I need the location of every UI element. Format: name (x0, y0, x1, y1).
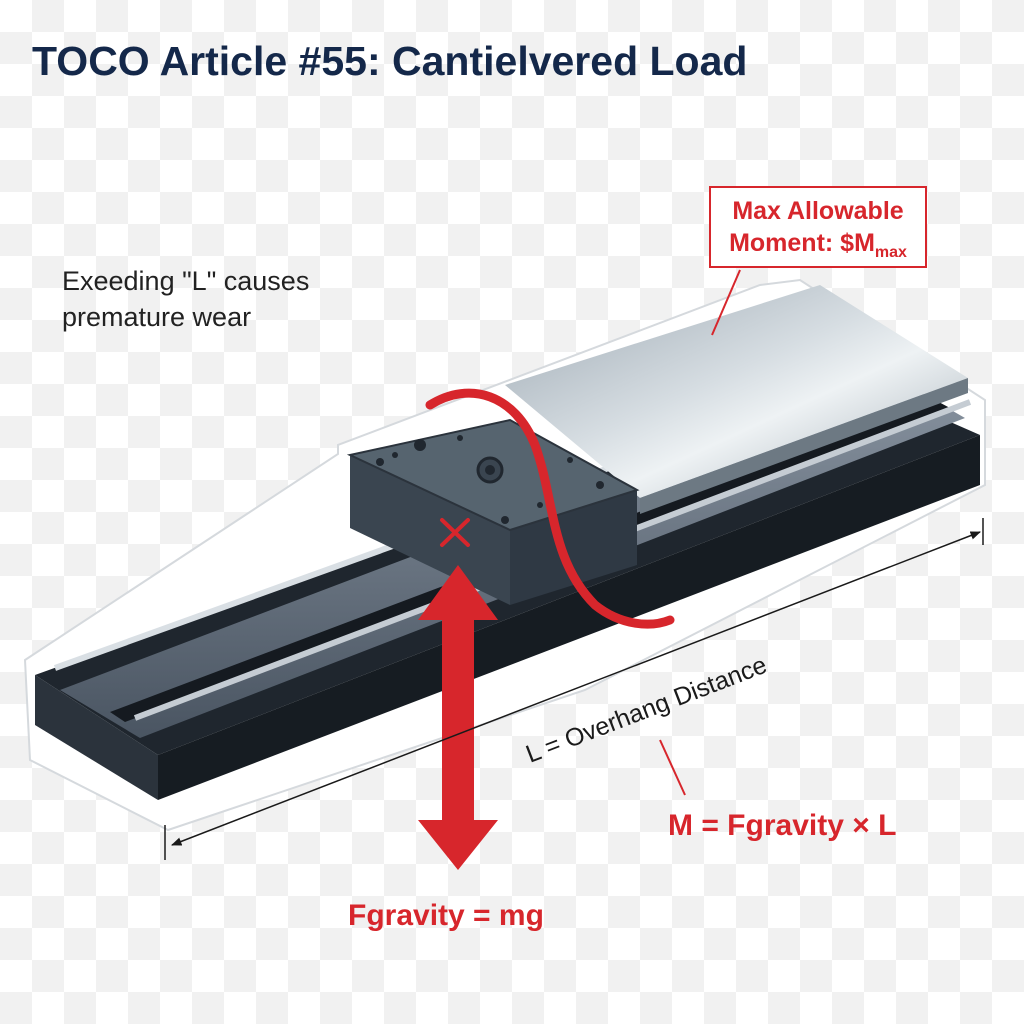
max-moment-callout: Max Allowable Moment: $Mmax (709, 186, 927, 268)
top-plate (505, 285, 968, 514)
overhang-dimension-line (164, 518, 984, 860)
gravity-formula: Fgravity = mg (348, 899, 544, 932)
formula-leader-line (659, 739, 686, 796)
callout-leader-line (711, 269, 741, 336)
carriage-holes (376, 435, 604, 524)
callout-line1: Max Allowable (732, 197, 904, 225)
wear-warning-note: Exeeding "L" causes premature wear (62, 266, 310, 332)
moment-formula: M = Fgravity × L (668, 809, 896, 842)
page-title: TOCO Article #55: Cantielvered Load (32, 38, 748, 84)
callout-subscript: max (874, 244, 907, 261)
callout-line2: Moment: $Mmax (711, 227, 925, 269)
callout-moment-symbol: Moment: $M (729, 229, 875, 257)
